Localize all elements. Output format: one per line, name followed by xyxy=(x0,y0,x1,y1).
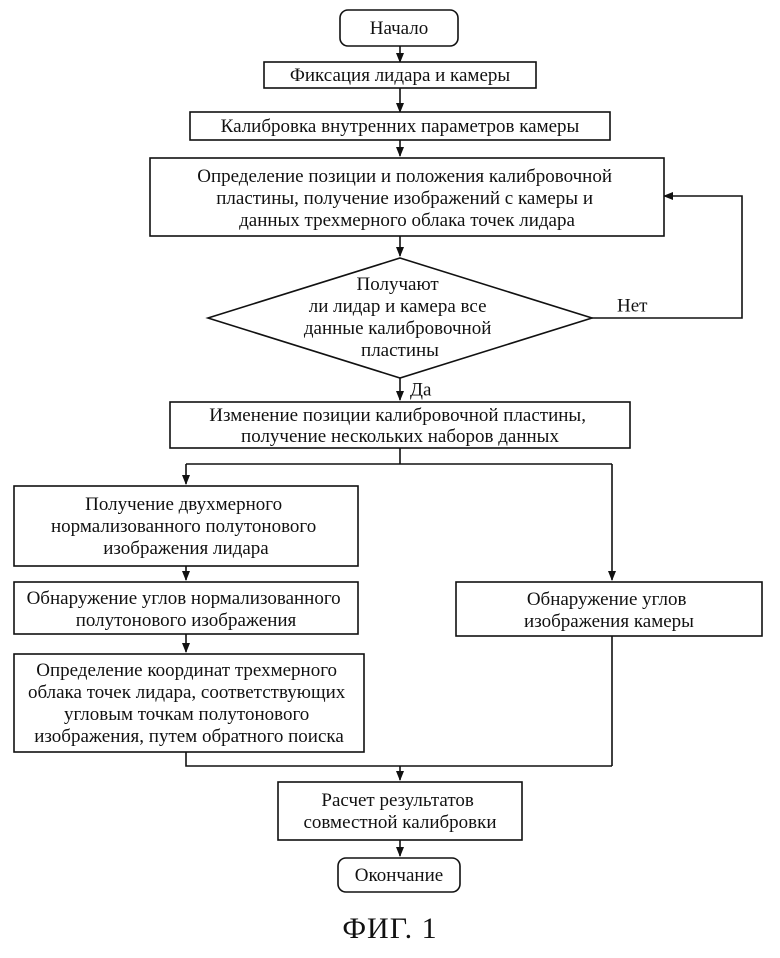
node-coords-line-2: облака точек лидара, соответствующих xyxy=(28,682,346,703)
node-coords-line-1: Определение координат трехмерного xyxy=(36,660,337,681)
node-end: Окончание xyxy=(338,858,460,892)
svg-text:Определение координат трехмерн: Определение координат трехмерного облака… xyxy=(28,660,350,747)
svg-text:Расчет результатов совме: Расчет результатов совместной калибровки xyxy=(303,790,496,833)
node-start-text: Начало xyxy=(370,18,429,39)
node-coords-line-4: изображения, путем обратного поиска xyxy=(34,726,344,747)
node-start: Начало xyxy=(340,10,458,46)
node-position: Определение позиции и положения калибров… xyxy=(150,158,664,236)
label-yes: Да xyxy=(410,380,432,401)
node-position-line-3: данных трехмерного облака точек лидара xyxy=(239,210,575,231)
node-coords-line-3: угловым точкам полутонового xyxy=(64,704,309,725)
node-decision-line-1: Получают xyxy=(357,274,440,295)
svg-text:Фиксация лидара и камеры: Фиксация лидара и камеры xyxy=(290,65,511,86)
line-coords-to-merge xyxy=(186,752,612,766)
node-position-line-1: Определение позиции и положения калибров… xyxy=(197,166,612,187)
node-decision: Получают ли лидар и камера все данные ка… xyxy=(208,258,592,378)
node-corners-gray: Обнаружение углов нормализованного полут… xyxy=(14,582,358,634)
node-change: Изменение позиции калибровочной пластины… xyxy=(170,402,630,448)
node-position-line-2: пластины, получение изображений с камеры… xyxy=(216,188,593,209)
svg-text:Определение позиции и положени: Определение позиции и положения калибров… xyxy=(197,166,617,231)
node-decision-line-4: пластины xyxy=(361,340,439,361)
node-change-line-2: получение нескольких наборов данных xyxy=(241,426,559,447)
label-no: Нет xyxy=(617,296,648,317)
node-lidar2d-line-3: изображения лидара xyxy=(103,538,269,559)
node-cam-corners-line-1: Обнаружение углов xyxy=(527,589,687,610)
node-lidar2d-line-2: нормализованного полутонового xyxy=(51,516,316,537)
node-lidar2d-line-1: Получение двухмерного xyxy=(85,494,282,515)
node-fix: Фиксация лидара и камеры xyxy=(264,62,536,88)
svg-text:Окончание: Окончание xyxy=(355,865,443,886)
node-change-line-1: Изменение позиции калибровочной пластины… xyxy=(209,405,586,426)
node-intrinsic-text: Калибровка внутренних параметров камеры xyxy=(221,116,580,137)
node-intrinsic: Калибровка внутренних параметров камеры xyxy=(190,112,610,140)
node-cam-corners: Обнаружение углов изображения камеры xyxy=(456,582,762,636)
node-lidar2d: Получение двухмерного нормализованного п… xyxy=(14,486,358,566)
node-end-text: Окончание xyxy=(355,865,443,886)
node-calc: Расчет результатов совместной калибровки xyxy=(278,782,522,840)
svg-text:Калибровка внутренних параметр: Калибровка внутренних параметров камеры xyxy=(221,116,580,137)
node-calc-line-2: совместной калибровки xyxy=(303,812,496,833)
svg-text:Изменение позиции калибровочно: Изменение позиции калибровочной пластины… xyxy=(209,405,590,447)
node-cam-corners-line-2: изображения камеры xyxy=(524,611,694,632)
flowchart: Начало Фиксация лидара и камеры Калибров… xyxy=(0,0,780,900)
figure-caption: ФИГ. 1 xyxy=(0,912,780,946)
node-fix-text: Фиксация лидара и камеры xyxy=(290,65,511,86)
node-calc-line-1: Расчет результатов xyxy=(321,790,473,811)
node-decision-line-2: ли лидар и камера все xyxy=(309,296,487,317)
svg-text:Обнаружение углов изобра: Обнаружение углов изображения камеры xyxy=(524,589,694,632)
node-corners-gray-line-2: полутонового изображения xyxy=(76,610,297,631)
node-coords: Определение координат трехмерного облака… xyxy=(14,654,364,752)
node-corners-gray-line-1: Обнаружение углов нормализованного xyxy=(27,588,341,609)
node-decision-line-3: данные калибровочной xyxy=(304,318,492,339)
